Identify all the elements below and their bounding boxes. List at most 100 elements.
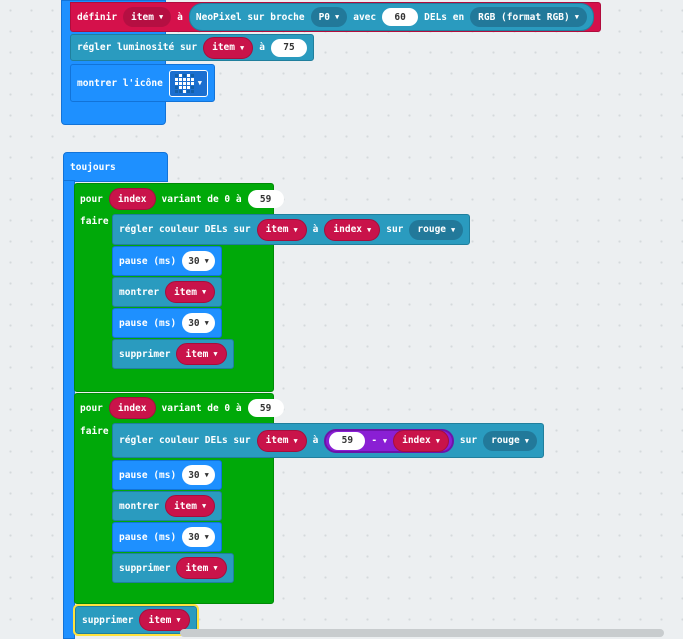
brightness-input[interactable]: 75 xyxy=(270,38,307,57)
mode-text: RGB (format RGB) xyxy=(478,11,570,23)
pause-dropdown[interactable]: 30 ▼ xyxy=(182,527,215,547)
neopixel-label: NeoPixel sur broche xyxy=(195,11,305,23)
caret-down-icon: ▼ xyxy=(335,13,340,21)
color-text: rouge xyxy=(417,224,447,235)
show-icon-block[interactable]: montrer l'icône ▼ xyxy=(70,64,216,102)
neopixel-create-block[interactable]: NeoPixel sur broche P0▼ avec 60 DELs en … xyxy=(188,3,594,31)
caret-down-icon: ▼ xyxy=(204,533,209,541)
caret-down-icon: ▼ xyxy=(293,225,298,234)
strip-var-dropdown[interactable]: item ▼ xyxy=(256,429,307,452)
range-end-input[interactable]: 59 xyxy=(247,399,284,417)
brightness-var-text: item xyxy=(212,42,235,53)
index-var-dropdown[interactable]: index ▼ xyxy=(324,218,381,241)
for-loop-1-header: pour index variant de 0 à 59 xyxy=(74,185,290,213)
heart-icon xyxy=(174,73,194,93)
show-var-text: item xyxy=(174,500,197,512)
clear-strip-block[interactable]: supprimer item ▼ xyxy=(112,339,234,369)
caret-down-icon: ▼ xyxy=(201,502,207,510)
caret-down-icon: ▼ xyxy=(204,319,209,327)
pause-label: pause (ms) xyxy=(119,469,177,481)
clear-var-text: item xyxy=(185,348,209,360)
caret-down-icon: ▼ xyxy=(367,225,372,234)
operator-dropdown[interactable]: - ▼ xyxy=(371,435,387,446)
caret-down-icon: ▼ xyxy=(435,436,440,445)
pause-block-2[interactable]: pause (ms) 30 ▼ xyxy=(112,522,222,552)
set-neopixel-block[interactable]: définir item▼ à NeoPixel sur broche P0▼ … xyxy=(70,2,601,32)
clear-label: supprimer xyxy=(119,562,171,574)
on-label: sur xyxy=(386,224,404,235)
pause-block[interactable]: pause (ms) 30▼ xyxy=(112,460,222,490)
strip-var-text: item xyxy=(265,435,289,446)
for-label: pour xyxy=(80,402,103,414)
caret-down-icon: ▼ xyxy=(382,437,388,445)
subtract-block[interactable]: 59 - ▼ index ▼ xyxy=(324,428,454,453)
pause-dropdown[interactable]: 30▼ xyxy=(182,251,215,271)
horizontal-scrollbar[interactable] xyxy=(180,629,664,637)
clear-strip-block[interactable]: supprimer item▼ xyxy=(112,553,234,583)
mode-dropdown[interactable]: RGB (format RGB) ▼ xyxy=(470,7,587,27)
pause-label: pause (ms) xyxy=(119,531,177,543)
pause-value: 30 xyxy=(188,255,200,267)
show-strip-block[interactable]: montrer item▼ xyxy=(112,491,223,521)
pause-block[interactable]: pause (ms) 30▼ xyxy=(112,246,222,276)
caret-down-icon: ▼ xyxy=(240,43,245,52)
pause-dropdown[interactable]: 30▼ xyxy=(182,465,215,485)
clear-label: supprimer xyxy=(82,614,134,626)
set-color-label: régler couleur DELs sur xyxy=(119,224,251,235)
pause-label: pause (ms) xyxy=(119,255,177,267)
pin-text: P0 xyxy=(318,11,331,23)
show-label: montrer xyxy=(119,286,160,298)
index-var-text: index xyxy=(402,435,431,446)
show-strip-block[interactable]: montrer item▼ xyxy=(112,277,223,307)
show-var-dropdown[interactable]: item ▼ xyxy=(165,495,216,517)
set-var-dropdown[interactable]: item ▼ xyxy=(123,7,172,27)
color-dropdown[interactable]: rouge▼ xyxy=(483,430,537,451)
for-loop-2-header: pour index variant de 0 à 59 xyxy=(74,394,290,422)
set-pixel-color-block[interactable]: régler couleur DELs sur item ▼ à 59 - ▼ i… xyxy=(112,423,544,458)
set-var-text: item xyxy=(131,11,154,23)
caret-down-icon: ▼ xyxy=(213,350,218,358)
color-text: rouge xyxy=(491,435,520,446)
to-label: à xyxy=(177,11,183,23)
caret-down-icon: ▼ xyxy=(574,13,579,21)
show-var-dropdown[interactable]: item▼ xyxy=(165,281,216,303)
at-label: à xyxy=(312,435,319,446)
color-dropdown[interactable]: rouge▼ xyxy=(409,219,464,240)
pause-value: 30 xyxy=(188,531,200,543)
pause-block-2[interactable]: pause (ms) 30▼ xyxy=(112,308,222,338)
strip-var-dropdown[interactable]: item ▼ xyxy=(256,218,307,241)
clear-var-dropdown[interactable]: item▼ xyxy=(176,557,227,579)
for-label: pour xyxy=(80,193,103,205)
pin-dropdown[interactable]: P0 ▼ xyxy=(310,7,348,27)
caret-down-icon: ▼ xyxy=(176,616,181,624)
set-color-label: régler couleur DELs sur xyxy=(119,435,251,446)
do-label: faire xyxy=(80,216,109,227)
caret-down-icon: ▼ xyxy=(293,436,298,445)
caret-down-icon: ▼ xyxy=(158,13,164,21)
index-var-text: index xyxy=(333,224,363,235)
brightness-to-label: à xyxy=(259,42,265,53)
set-brightness-block[interactable]: régler luminosité sur item▼ à 75 xyxy=(70,34,314,61)
set-pixel-color-block[interactable]: régler couleur DELs sur item▼ à index▼ s… xyxy=(112,214,471,245)
operator-text: - xyxy=(371,435,378,446)
pause-value: 30 xyxy=(188,317,200,329)
forever-block[interactable] xyxy=(63,152,168,182)
loop-var-pill[interactable]: index xyxy=(108,188,156,210)
range-end-input[interactable]: 59 xyxy=(247,190,284,208)
clear-strip-block-selected[interactable]: supprimer item▼ xyxy=(73,604,199,636)
clear-var-dropdown[interactable]: item▼ xyxy=(139,609,190,631)
clear-label: supprimer xyxy=(119,348,171,360)
caret-down-icon: ▼ xyxy=(201,288,207,296)
led-count-input[interactable]: 60 xyxy=(382,8,419,26)
forever-label: toujours xyxy=(70,162,116,173)
pause-value: 30 xyxy=(188,469,200,481)
subtract-left-input[interactable]: 59 xyxy=(329,431,366,450)
index-var-dropdown[interactable]: index ▼ xyxy=(393,429,449,452)
brightness-var-dropdown[interactable]: item ▼ xyxy=(203,36,254,59)
clear-var-dropdown[interactable]: item ▼ xyxy=(176,343,227,365)
strip-var-text: item xyxy=(265,224,289,235)
loop-var-pill[interactable]: index xyxy=(108,397,156,419)
caret-down-icon: ▼ xyxy=(197,79,203,87)
icon-picker[interactable]: ▼ xyxy=(168,69,209,97)
pause-dropdown[interactable]: 30 ▼ xyxy=(182,313,215,333)
